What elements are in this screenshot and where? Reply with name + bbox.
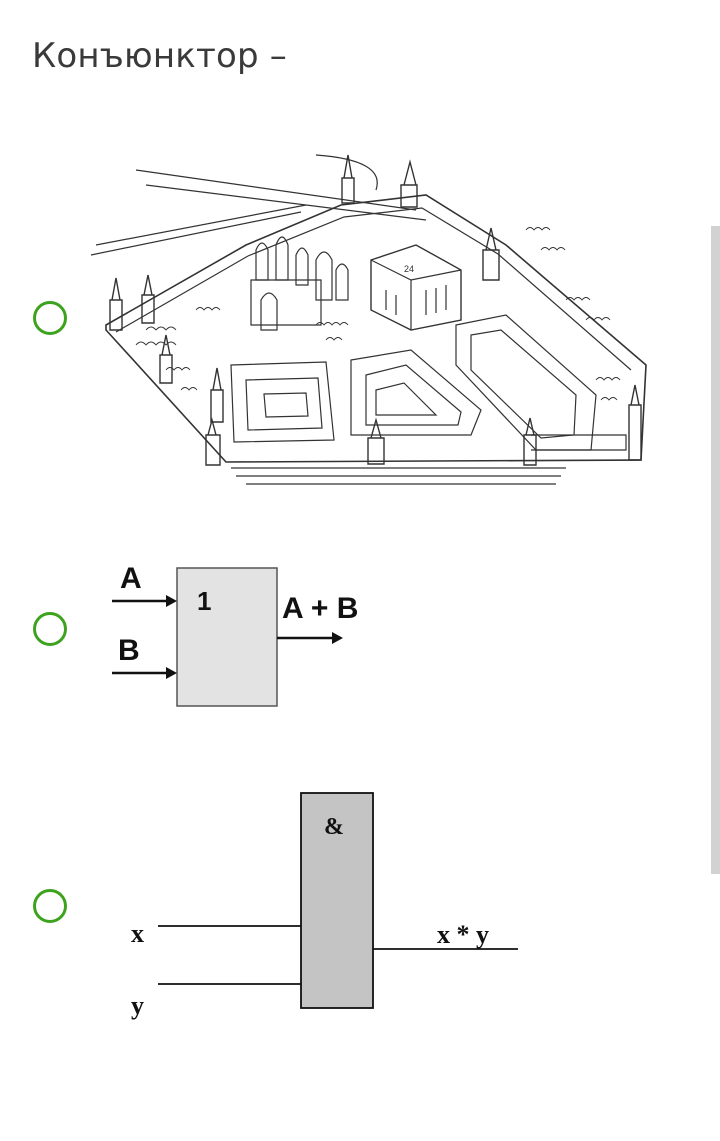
kremlin-illustration: 24 xyxy=(86,150,666,490)
option-2-image[interactable]: 1 A B A + B xyxy=(96,548,386,723)
or-gate-diagram: 1 A B A + B xyxy=(96,548,386,723)
option-3-radio[interactable] xyxy=(33,889,67,923)
option-2-radio[interactable] xyxy=(33,612,67,646)
question-title: Конъюнктор – xyxy=(32,36,287,76)
option-1-image[interactable]: 24 xyxy=(86,150,666,490)
option-3-image[interactable]: & x y x * y xyxy=(120,785,530,1035)
option-1-radio[interactable] xyxy=(33,301,67,335)
gate-symbol: 1 xyxy=(197,586,211,616)
and-gate-diagram: & x y x * y xyxy=(120,785,530,1035)
input-a-label: A xyxy=(120,562,142,595)
svg-text:24: 24 xyxy=(404,264,414,274)
output-label: x * y xyxy=(437,920,489,949)
input-b-label: B xyxy=(118,634,140,667)
input-y-label: y xyxy=(131,991,144,1020)
output-label: A + B xyxy=(282,592,358,625)
input-x-label: x xyxy=(131,919,144,948)
gate-symbol: & xyxy=(324,814,344,840)
scrollbar[interactable] xyxy=(711,226,720,874)
